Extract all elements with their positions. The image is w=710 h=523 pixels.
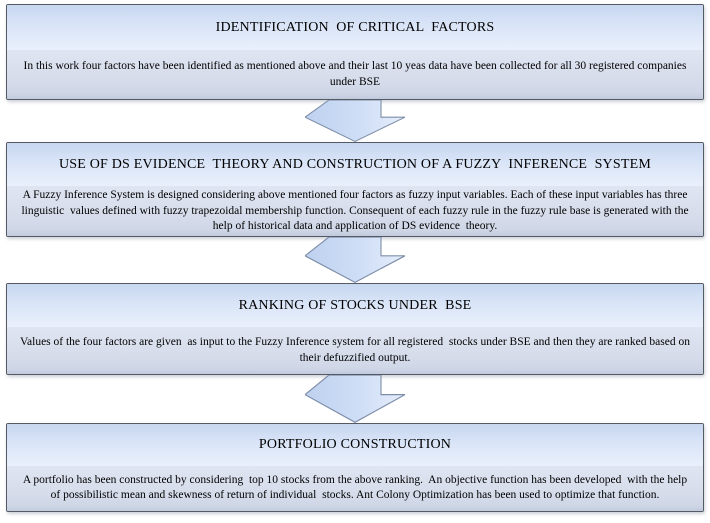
step-description: A portfolio has been constructed by cons… bbox=[7, 465, 703, 511]
step-title: USE OF DS EVIDENCE THEORY AND CONSTRUCTI… bbox=[7, 143, 703, 187]
down-arrow-icon bbox=[6, 375, 704, 423]
step-description: A Fuzzy Inference System is designed con… bbox=[7, 186, 703, 236]
flowchart: IDENTIFICATION OF CRITICAL FACTORS In th… bbox=[6, 4, 704, 512]
step-title: IDENTIFICATION OF CRITICAL FACTORS bbox=[7, 5, 703, 50]
flow-step-identification: IDENTIFICATION OF CRITICAL FACTORS In th… bbox=[6, 4, 704, 100]
flow-step-portfolio-construction: PORTFOLIO CONSTRUCTION A portfolio has b… bbox=[6, 423, 704, 512]
down-arrow-icon bbox=[6, 100, 704, 142]
flow-step-ds-evidence-fuzzy: USE OF DS EVIDENCE THEORY AND CONSTRUCTI… bbox=[6, 142, 704, 237]
down-arrow-icon bbox=[6, 237, 704, 283]
step-title: RANKING OF STOCKS UNDER BSE bbox=[7, 284, 703, 327]
step-description: Values of the four factors are given as … bbox=[7, 327, 703, 374]
flow-step-ranking: RANKING OF STOCKS UNDER BSE Values of th… bbox=[6, 283, 704, 375]
step-title: PORTFOLIO CONSTRUCTION bbox=[7, 424, 703, 466]
step-description: In this work four factors have been iden… bbox=[7, 50, 703, 99]
